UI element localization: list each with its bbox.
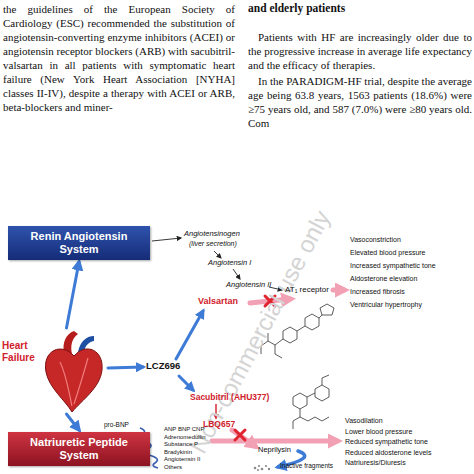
- pathway-arrow: [152, 238, 282, 290]
- peptide-item: Angiotensin II: [164, 456, 200, 463]
- block-mark: [235, 430, 245, 440]
- heart-body: [45, 349, 102, 412]
- peptide-label: pro-BNP: [104, 421, 129, 428]
- drug-name: Valsartan: [198, 296, 238, 306]
- effect-arrow: [212, 439, 337, 444]
- peptide-item: ANP BNP CNP: [164, 426, 204, 433]
- receptor-label: AT₁ receptor: [285, 285, 329, 294]
- system-box: Natriuretic Peptide System: [8, 432, 150, 466]
- lbq657-molecule: [293, 375, 329, 429]
- heart-vessel: [60, 358, 88, 406]
- connector-arrow: [66, 262, 79, 328]
- lbq657-molecule: [293, 393, 307, 409]
- effect-item: Lower blood pressure: [345, 428, 412, 436]
- drug-arrow: [176, 311, 203, 359]
- system-name: Renin Angiotensin System: [14, 230, 144, 256]
- fragment-dots: [254, 467, 257, 470]
- peptide-item: Bradykinin: [164, 449, 192, 456]
- pathway-label: (liver secretion): [189, 240, 237, 248]
- drug-name: LCZ696: [146, 361, 180, 372]
- peptide-item: Substance P: [164, 441, 198, 448]
- section-heading: and elderly patients: [248, 2, 345, 15]
- fragment-dots: [258, 465, 260, 467]
- pathway-label: Angiotensin II: [226, 281, 271, 290]
- drug-arrow: [179, 376, 193, 390]
- fragment-dots: [261, 468, 264, 471]
- lbq657-molecule: [315, 385, 329, 401]
- heart-figure: Heart Failure: [2, 328, 106, 414]
- effect-item: Reduced sympathetic tone: [345, 438, 428, 446]
- fragment-label: Inactive fragments: [280, 462, 333, 469]
- effect-item: Elevated blood pressure: [350, 249, 426, 257]
- effect-item: Vasodilation: [345, 417, 383, 425]
- enzyme-label: Neprilysin: [258, 446, 291, 455]
- effect-item: Vasoconstriction: [350, 236, 401, 244]
- effect-item: Aldosterone elevation: [350, 275, 417, 283]
- valsartan-molecule: [297, 326, 305, 331]
- fragment-dots: [254, 465, 270, 471]
- drug-arrow: [108, 367, 143, 368]
- valsartan-molecule: [320, 304, 334, 315]
- fragment-dots: [257, 469, 259, 471]
- drug-name: LBQ657: [203, 420, 235, 430]
- lbq657-molecule: [322, 375, 329, 385]
- fragment-dots: [265, 465, 267, 467]
- pathway-arrow: [214, 251, 221, 258]
- heart-label: Heart Failure: [2, 340, 42, 364]
- peptide-item: Others: [164, 464, 182, 471]
- paper-text: Patients with HF are increasingly older …: [248, 30, 472, 72]
- drug-name: Sacubitril (AHU377): [190, 393, 269, 403]
- valsartan-molecule: [283, 327, 297, 343]
- effect-item: Reduced aldosterone levels: [345, 449, 431, 457]
- fragment-dots: [268, 468, 270, 470]
- effect-item: Natriuresis/Diuresis: [345, 459, 406, 467]
- block-mark: [235, 430, 245, 440]
- peptide-item: Adrenomedullin: [164, 434, 206, 441]
- effect-item: Increased fibrosis: [350, 288, 405, 296]
- effect-item: Ventricular hypertrophy: [350, 301, 422, 309]
- pathway-arrow: [233, 269, 240, 279]
- valsartan-molecule: [319, 315, 322, 318]
- effect-arrow: [232, 430, 255, 446]
- lbq657-molecule: [307, 393, 315, 397]
- lbq657-molecule: [300, 417, 329, 421]
- pathway-label: Angiotensinogen: [184, 230, 240, 239]
- system-name: Natriuretic Peptide System: [14, 436, 144, 462]
- paper-text: the guidelines of the European Society o…: [3, 2, 235, 114]
- valsartan-molecule: [305, 314, 319, 330]
- valsartan-molecule: [275, 345, 282, 358]
- effect-item: Increased sympathetic tone: [350, 262, 436, 270]
- pathway-arrow: [152, 238, 181, 241]
- connector-arrow: [66, 414, 79, 430]
- system-box: Renin Angiotensin System: [8, 226, 150, 260]
- paper-text: In the PARADIGM-HF trial, despite the av…: [248, 74, 472, 130]
- lbq657-molecule: [293, 409, 300, 429]
- pathway-label: Angiotensin I: [208, 259, 251, 268]
- effect-arrow: [333, 288, 344, 293]
